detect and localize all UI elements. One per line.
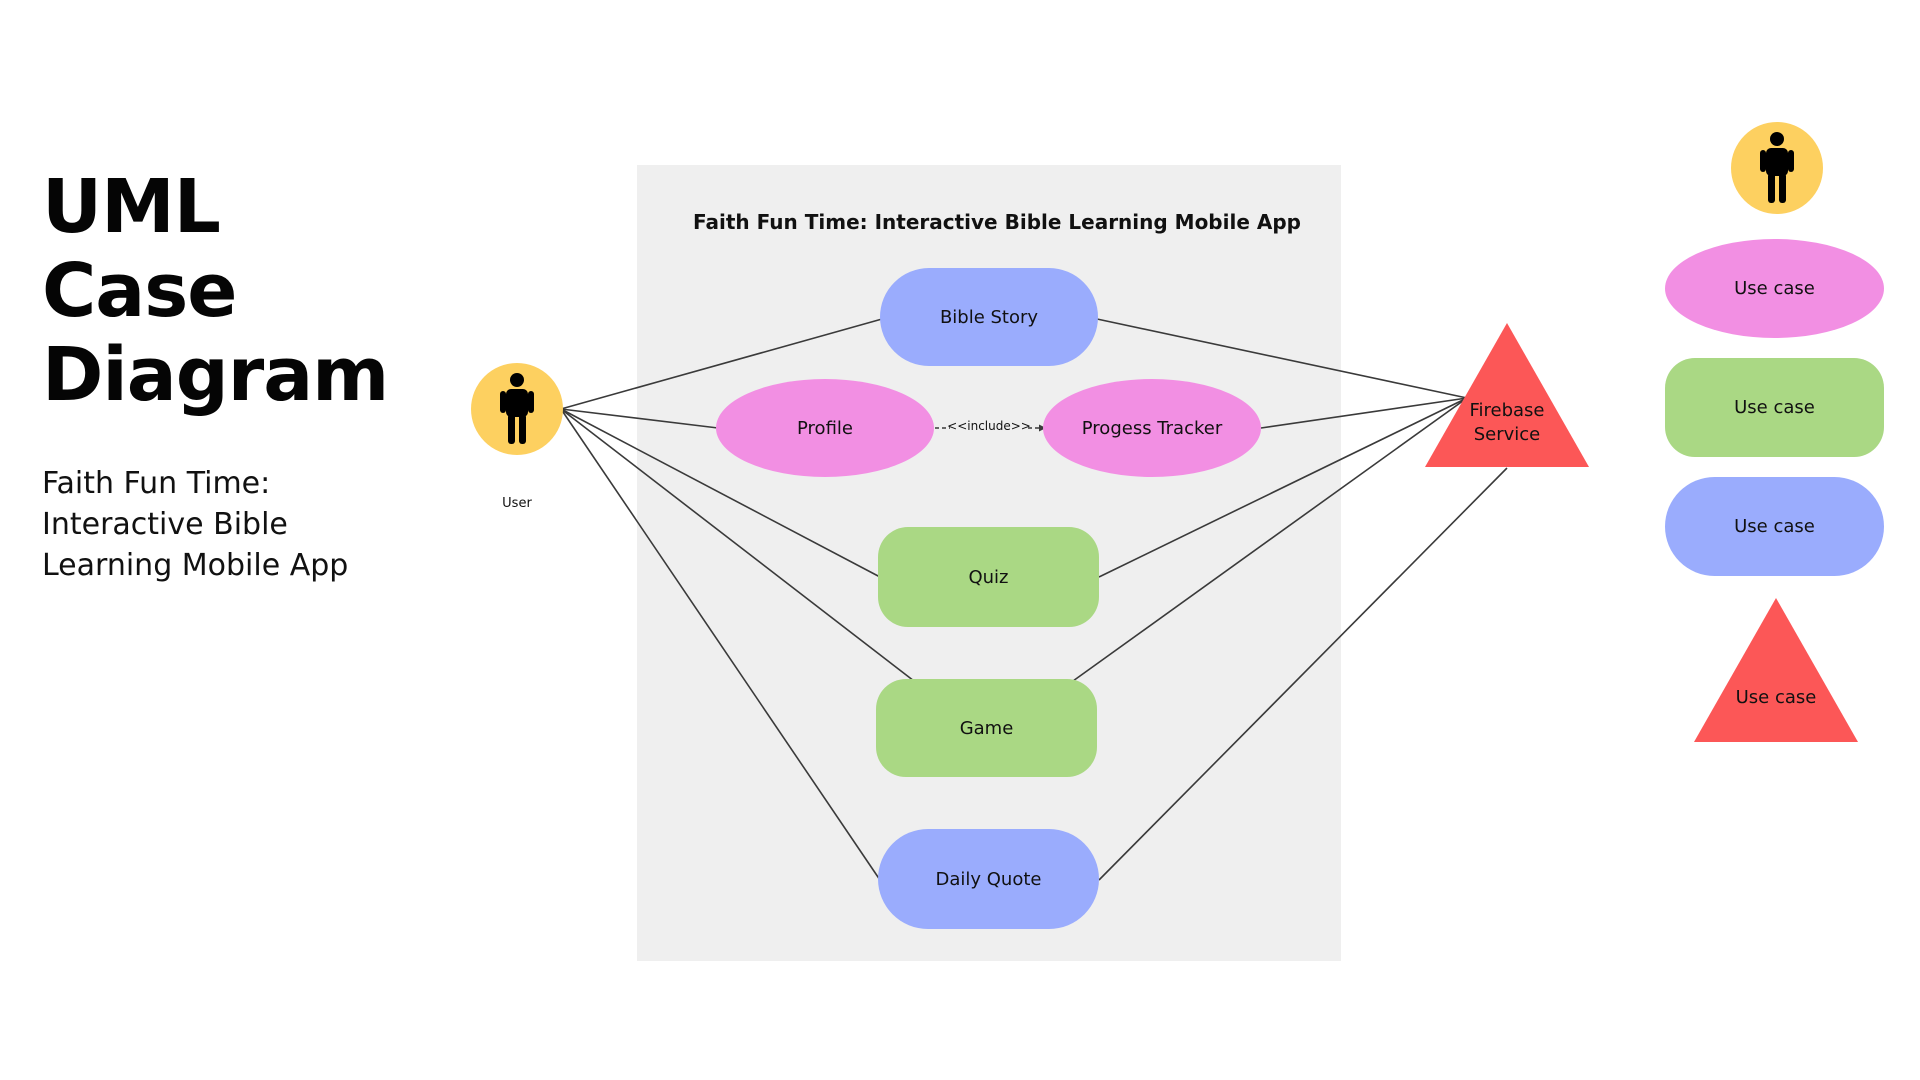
include-label: <<include>> <box>947 419 1031 433</box>
page-subtitle-line: Interactive Bible <box>42 507 288 542</box>
include-arrow <box>935 424 1046 432</box>
association-user-profile <box>560 408 719 429</box>
triangle-icon <box>1694 598 1858 742</box>
page-title-line: UML <box>42 164 221 250</box>
association-firebase-bible-story <box>1096 318 1468 399</box>
association-user-quiz <box>560 408 881 578</box>
association-user-bible-story <box>560 318 883 410</box>
association-user-game <box>560 408 915 682</box>
association-user-daily-quote <box>560 408 881 881</box>
firebase-label-line: Service <box>1473 424 1541 445</box>
firebase-label-line: Firebase <box>1469 400 1545 421</box>
legend-triangle: Use case <box>1694 598 1858 742</box>
association-firebase-daily-quote <box>1098 467 1508 881</box>
user-actor <box>471 363 563 455</box>
use-case-quiz: Quiz <box>878 527 1099 627</box>
legend-use-case-pink: Use case <box>1665 239 1884 338</box>
triangle-icon <box>1425 323 1589 467</box>
person-icon <box>500 373 534 444</box>
legend-actor <box>1731 122 1823 214</box>
use-case-profile: Profile <box>716 379 934 477</box>
firebase-service-actor: Firebase Service <box>1425 323 1589 467</box>
page-subtitle-line: Learning Mobile App <box>42 548 349 583</box>
system-title: Faith Fun Time: Interactive Bible Learni… <box>693 210 1301 234</box>
page-subtitle: Faith Fun Time: Interactive Bible Learni… <box>42 463 372 586</box>
user-actor-label: User <box>502 496 532 511</box>
use-case-game: Game <box>876 679 1097 777</box>
legend-use-case-green: Use case <box>1665 358 1884 457</box>
association-firebase-quiz <box>1098 397 1468 578</box>
page-title-line: Case <box>42 248 237 334</box>
use-case-bible-story: Bible Story <box>880 268 1098 366</box>
page-subtitle-line: Faith Fun Time: <box>42 466 271 501</box>
page-title-line: Diagram <box>42 332 389 418</box>
use-case-daily-quote: Daily Quote <box>878 829 1099 929</box>
legend-triangle-label: Use case <box>1735 687 1817 708</box>
page-title: UML Case Diagram <box>42 164 389 418</box>
use-case-progress-tracker: Progess Tracker <box>1043 379 1261 477</box>
legend-use-case-blue: Use case <box>1665 477 1884 576</box>
association-firebase-progress-tracker <box>1260 397 1468 429</box>
association-firebase-game <box>1072 397 1468 682</box>
firebase-service-label: Firebase Service <box>1425 399 1589 447</box>
person-icon <box>1760 132 1794 203</box>
